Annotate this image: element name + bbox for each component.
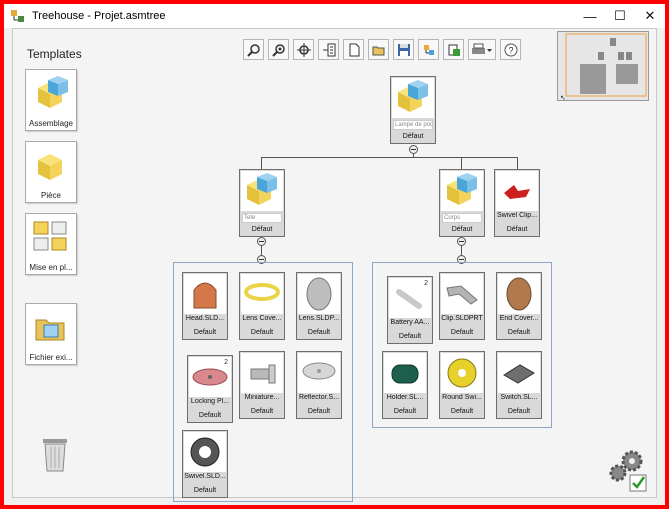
node-name: Miniature...: [244, 394, 280, 401]
template-assembly[interactable]: Assemblage: [25, 69, 77, 131]
part-node[interactable]: Lens.SLDP... Default: [296, 272, 342, 340]
node-config: Défaut: [451, 226, 473, 233]
corps-children-group: [372, 262, 552, 428]
node-config: Default: [507, 408, 531, 415]
help-icon[interactable]: ?: [500, 39, 521, 60]
title-bar[interactable]: Treehouse - Projet.asmtree — ☐ ✕: [4, 4, 665, 28]
print-icon[interactable]: [468, 39, 496, 60]
collapse-group1[interactable]: [257, 255, 266, 264]
node-config: Défaut: [506, 226, 528, 233]
node-name: Head.SLD...: [185, 315, 225, 322]
part-node[interactable]: 2 Locking Pl... Default: [183, 352, 233, 423]
template-label: Mise en pl...: [29, 263, 73, 272]
subassembly-tete-node[interactable]: Tete Défaut: [239, 169, 285, 237]
collapse-root[interactable]: [409, 145, 418, 154]
minimap[interactable]: ↖: [557, 31, 649, 102]
part-icon: [38, 154, 62, 180]
export-icon[interactable]: [443, 39, 464, 60]
node-config: Default: [393, 408, 417, 415]
part-node[interactable]: Reflector.S... Default: [296, 351, 342, 419]
part-node[interactable]: Holder.SL... Default: [382, 351, 428, 419]
subassembly-corps-node[interactable]: Corps Défaut: [439, 169, 485, 237]
part-node[interactable]: Switch.SL... Default: [496, 351, 542, 419]
svg-text:↖: ↖: [560, 95, 566, 102]
node-config: Default: [307, 329, 331, 336]
toolbar: ?: [243, 39, 521, 60]
existing-file-icon: [35, 319, 65, 341]
part-node[interactable]: 2 Battery AA... Default: [383, 273, 433, 344]
node-name[interactable]: Lampe de poche: [393, 120, 433, 130]
quantity-badge: 2: [424, 280, 428, 287]
node-name: Lens.SLDP...: [298, 315, 340, 322]
part-node[interactable]: Miniature... Default: [239, 351, 285, 419]
window-title: Treehouse - Projet.asmtree: [32, 10, 166, 22]
node-config: Default: [193, 329, 217, 336]
collapse-tete[interactable]: [257, 237, 266, 246]
part-node[interactable]: Round Swi... Default: [439, 351, 485, 419]
node-name: Reflector.S...: [298, 394, 340, 401]
treehouse-window: Treehouse - Projet.asmtree — ☐ ✕ Templat…: [4, 4, 665, 505]
indent-icon[interactable]: [318, 39, 339, 60]
node-config: Default: [250, 329, 274, 336]
part-node[interactable]: End Cover... Default: [496, 272, 542, 340]
node-name: Clip.SLDPRT: [441, 315, 483, 322]
part-node[interactable]: Lens Cove... Default: [239, 272, 285, 340]
canvas-area[interactable]: Templates Assemblage Pièce: [12, 28, 657, 502]
template-layout[interactable]: Mise en pl...: [25, 213, 77, 275]
part-node[interactable]: Clip.SLDPRT Default: [439, 272, 485, 340]
template-part[interactable]: Pièce: [25, 141, 77, 203]
node-config: Default: [450, 329, 474, 336]
tete-children-group: [173, 262, 353, 502]
node-name: Round Swi...: [442, 394, 482, 401]
node-name[interactable]: Corps: [442, 213, 482, 223]
trash-icon[interactable]: [40, 437, 70, 473]
properties-icon[interactable]: [418, 39, 439, 60]
node-name: Lens Cove...: [242, 315, 282, 322]
new-document-icon[interactable]: [343, 39, 364, 60]
collapse-group2[interactable]: [457, 255, 466, 264]
save-icon[interactable]: [393, 39, 414, 60]
quantity-badge: 2: [224, 359, 228, 366]
templates-heading: Templates: [27, 47, 82, 61]
node-config: Default: [450, 408, 474, 415]
maximize-button[interactable]: ☐: [614, 8, 626, 23]
close-button[interactable]: ✕: [644, 8, 656, 23]
node-config: Défaut: [402, 133, 424, 140]
part-node[interactable]: Swivel.SLD... Default: [182, 430, 228, 498]
template-label: Assemblage: [28, 119, 74, 128]
node-config: Default: [198, 412, 222, 419]
zoom-fit-icon[interactable]: [268, 39, 289, 60]
part-node[interactable]: Head.SLD... Default: [182, 272, 228, 340]
node-name[interactable]: Tete: [242, 213, 282, 223]
template-label: Pièce: [40, 191, 61, 200]
node-config: Default: [307, 408, 331, 415]
node-name: Swivel.SLD...: [184, 473, 226, 480]
node-name: Locking Pl...: [190, 398, 230, 405]
assembly-icon: [38, 76, 68, 108]
node-name: Holder.SL...: [386, 394, 424, 401]
open-folder-icon[interactable]: [368, 39, 389, 60]
node-config: Default: [250, 408, 274, 415]
collapse-corps[interactable]: [457, 237, 466, 246]
node-name: Swivel Clip...: [496, 212, 538, 219]
node-name: End Cover...: [499, 315, 539, 322]
node-config: Default: [193, 487, 217, 494]
node-config: Défaut: [251, 226, 273, 233]
zoom-icon[interactable]: [243, 39, 264, 60]
node-name: Battery AA...: [390, 319, 430, 326]
node-name: Switch.SL...: [500, 394, 538, 401]
root-assembly-node[interactable]: Lampe de poche Défaut: [390, 76, 436, 144]
part-swivel-clip-node[interactable]: Swivel Clip... Défaut: [494, 169, 540, 237]
settings-gear-icon[interactable]: [608, 447, 650, 493]
zoom-selection-icon[interactable]: [293, 39, 314, 60]
app-icon: [11, 10, 24, 22]
template-label: Fichier exi...: [29, 353, 73, 362]
layout-icon: [33, 221, 67, 251]
svg-text:?: ?: [508, 45, 513, 55]
minimize-button[interactable]: —: [583, 8, 597, 24]
node-config: Default: [507, 329, 531, 336]
template-existing-file[interactable]: Fichier exi...: [25, 303, 77, 365]
node-config: Default: [398, 333, 422, 340]
